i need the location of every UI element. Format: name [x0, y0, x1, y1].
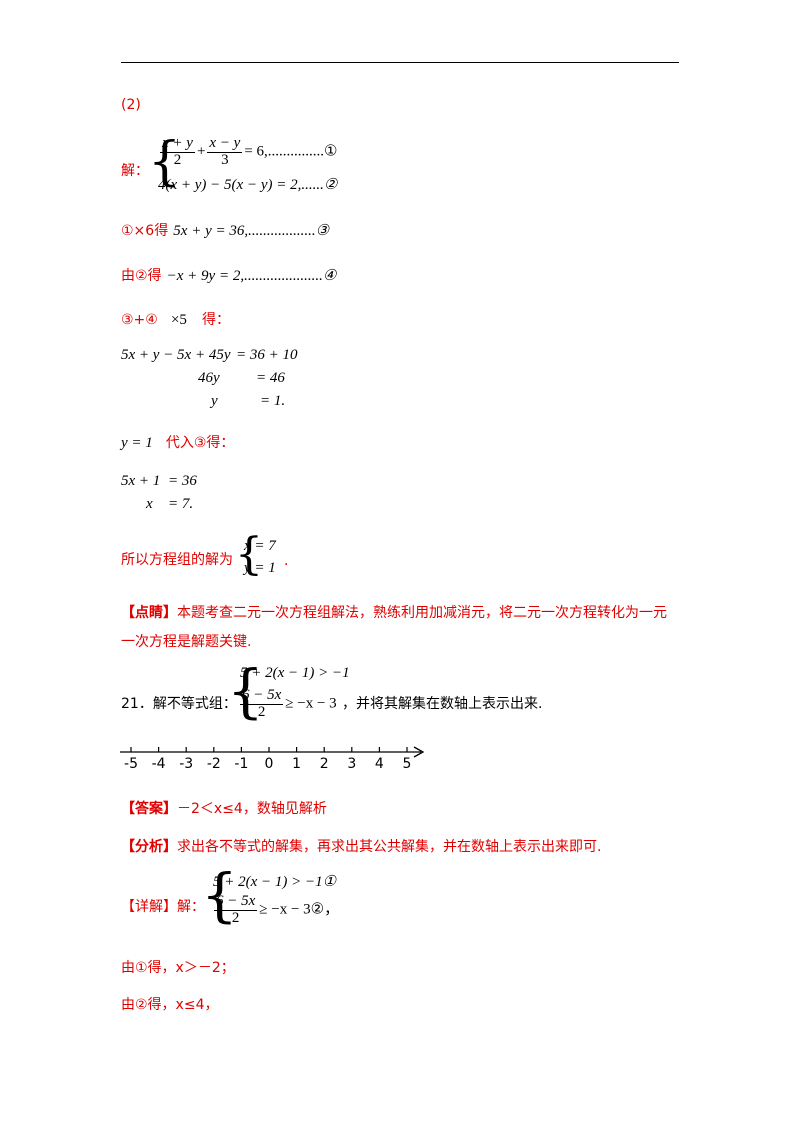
conclusion-dot: .: [284, 553, 289, 569]
aligned-row-2-right: = 46: [256, 370, 285, 386]
aligned-row-3-right: = 1.: [260, 393, 286, 409]
result-2: 由②得，x≤4，: [121, 997, 219, 1013]
analysis-line: 【分析】求出各不等式的解集，再求出其公共解集，并在数轴上表示出来即可.: [121, 839, 602, 855]
aligned2-row-2-left: x: [146, 496, 153, 512]
substitution-line: y = 1 代入③得：: [121, 435, 235, 451]
aligned-row-1-left: 5x + y − 5x + 45y: [121, 347, 231, 363]
header-rule: [121, 62, 679, 63]
number-line-tick-label: 4: [374, 756, 384, 772]
problem-21-brace: {: [227, 657, 264, 725]
conclusion-brace: {: [235, 529, 263, 580]
aligned2-row-1-right: = 36: [168, 473, 197, 489]
detail-tag: 【详解】解：: [121, 899, 205, 915]
number-line-tick-label: -3: [179, 756, 194, 772]
problem-21-label: 21．解不等式组：: [121, 696, 237, 712]
number-line-tick-label: -2: [206, 756, 221, 772]
number-line-labels: -5 -4 -3 -2 -1 0 1 2 3 4 5: [118, 756, 438, 778]
aligned-row-2-left: 46y: [198, 370, 220, 386]
number-line-arrow: [413, 746, 425, 758]
number-line-tick-label: -5: [124, 756, 138, 772]
system-brace: {: [148, 132, 182, 192]
aligned-row-1-right: = 36 + 10: [236, 347, 298, 363]
problem-21-suffix: ，并将其解集在数轴上表示出来.: [342, 696, 543, 712]
conclusion-text: 所以方程组的解为: [121, 552, 233, 568]
number-line-tick-label: 3: [347, 756, 357, 772]
comment-line-1: 【点睛】本题考查二元一次方程组解法，熟练利用加减消元，将二元一次方程转化为一元: [121, 605, 667, 621]
number-line-tick-label: -4: [151, 756, 166, 772]
part-label: (2): [121, 97, 141, 113]
solution-prefix: 解：: [121, 163, 149, 179]
number-line: [120, 746, 425, 758]
number-line-tick-label: 0: [264, 756, 274, 772]
number-line-tick-label: 2: [319, 756, 329, 772]
aligned2-row-1-left: 5x + 1: [121, 473, 161, 489]
conclusion-y: y = 1: [244, 560, 276, 576]
detail-inequality-1: 5 + 2(x − 1) > −1①: [213, 874, 337, 890]
number-line-tick-label: 5: [402, 756, 412, 772]
comment-line-2: 一次方程是解题关键.: [121, 634, 252, 650]
step-multiply: ①×6得 5x + y = 36,..................③: [121, 223, 330, 239]
system-equation-2: 4(x + y) − 5(x − y) = 2,......②: [158, 177, 338, 193]
aligned2-row-2-right: = 7.: [168, 496, 194, 512]
number-line-tick-label: 1: [292, 756, 302, 772]
conclusion-x: x = 7: [244, 538, 276, 554]
result-1: 由①得，x＞－2；: [121, 960, 235, 976]
answer-line: 【答案】－2＜x≤4，数轴见解析: [121, 801, 327, 817]
number-line-tick-label: -1: [234, 756, 249, 772]
problem-21-inequality-1: 5 + 2(x − 1) > −1: [240, 665, 350, 681]
step-from-2: 由②得 −x + 9y = 2,.....................④: [121, 268, 337, 284]
step-add: ③+④ ×5 得：: [121, 312, 230, 328]
aligned-row-3-left: y: [211, 393, 218, 409]
detail-brace: {: [201, 861, 238, 929]
